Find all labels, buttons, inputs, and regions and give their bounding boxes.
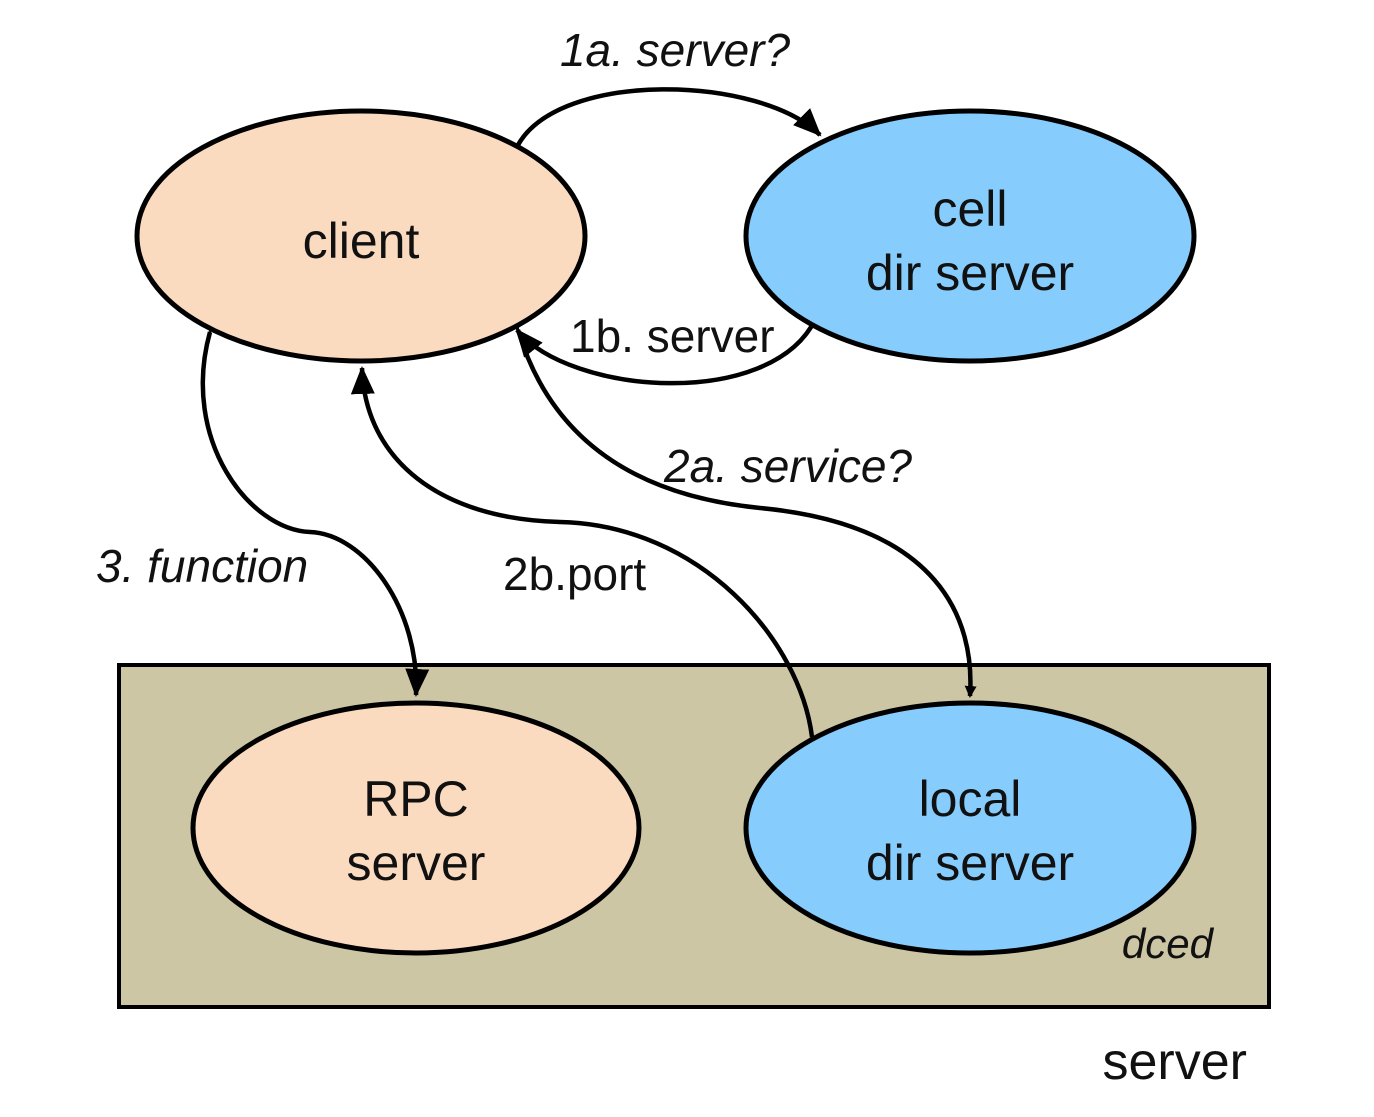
local-dir-server-label-line1: local bbox=[919, 771, 1022, 827]
cell-dir-server-node: cell dir server bbox=[743, 108, 1197, 364]
edge-3-path bbox=[200, 303, 430, 697]
rpc-server-label-line1: RPC bbox=[363, 771, 469, 827]
local-dir-server-label-line2: dir server bbox=[866, 835, 1074, 891]
edge-2b-label: 2b.port bbox=[503, 548, 646, 600]
edge-1a-path bbox=[516, 87, 822, 147]
cell-dir-server-label-line1: cell bbox=[932, 181, 1007, 237]
cell-dir-server-label-line2: dir server bbox=[866, 245, 1074, 301]
local-dir-server-node: local dir server bbox=[743, 700, 1197, 956]
server-box-label: server bbox=[1103, 1033, 1247, 1091]
dced-label: dced bbox=[1122, 920, 1215, 967]
edge-1b-label: 1b. server bbox=[570, 310, 775, 362]
edge-3-label: 3. function bbox=[96, 540, 308, 592]
client-label: client bbox=[303, 213, 420, 269]
client-node: client bbox=[134, 108, 588, 364]
edge-1a-label: 1a. server? bbox=[560, 24, 791, 76]
edge-2a-path bbox=[499, 301, 977, 698]
rpc-server-node: RPC server bbox=[190, 700, 642, 956]
edge-2a-label: 2a. service? bbox=[663, 440, 912, 492]
rpc-server-label-line2: server bbox=[347, 835, 486, 891]
